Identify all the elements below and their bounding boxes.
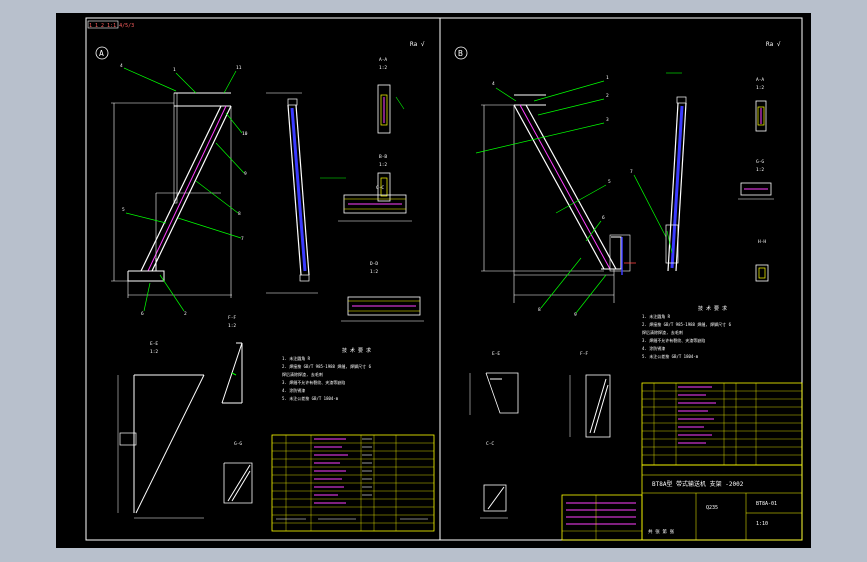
- cad-drawing-sheet: 1 1 2 1:1 4/5/3 A B Ra √ Ra √: [56, 13, 811, 548]
- tech-req-title-b: 技 术 要 求: [698, 305, 727, 312]
- detail-view-a-small2: [223, 462, 253, 504]
- title-block-drawing-no: BT8A-01: [756, 501, 777, 507]
- title-block-scale: 1:10: [756, 521, 768, 527]
- svg-text:焊后清除焊渣, 去毛刺: 焊后清除焊渣, 去毛刺: [642, 329, 683, 335]
- detail-view-b-small2: [569, 374, 611, 438]
- revision-block: [561, 494, 643, 541]
- side-member-a: [266, 92, 346, 294]
- side-member-b: [665, 72, 687, 272]
- svg-text:3. 焊缝不允许有裂纹、夹渣等缺陷: 3. 焊缝不允许有裂纹、夹渣等缺陷: [282, 379, 345, 385]
- scale-label-4: 1:2: [370, 269, 378, 275]
- svg-text:4: 4: [120, 63, 123, 69]
- section-label-b4: E-E: [492, 351, 500, 357]
- section-view-a4: [341, 296, 424, 322]
- section-label-6: F-F: [228, 315, 236, 321]
- part-numbers-b: 4 1 2 3 5 6 7 8 9: [492, 75, 633, 318]
- dimension-lines-a: [111, 102, 232, 298]
- svg-text:4: 4: [492, 81, 495, 87]
- svg-text:3: 3: [606, 117, 609, 123]
- section-label-b6: C-C: [486, 441, 494, 447]
- section-view-b3: [755, 264, 769, 282]
- corner-tag-box: [87, 20, 119, 29]
- section-label-b2: G-G: [756, 159, 764, 165]
- parts-list-b: [641, 382, 803, 466]
- detail-view-b-small1: [469, 372, 519, 415]
- detail-view-b-small3: [480, 484, 508, 519]
- svg-text:3. 焊缝不允许有裂纹、夹渣等缺陷: 3. 焊缝不允许有裂纹、夹渣等缺陷: [642, 337, 705, 343]
- section-label-b3: H-H: [758, 239, 766, 245]
- section-label-b5: F-F: [580, 351, 588, 357]
- svg-text:1. 未注圆角 R: 1. 未注圆角 R: [282, 355, 311, 361]
- svg-text:2. 焊接按 GB/T 985-1988 焊缝, 焊脚尺寸: 2. 焊接按 GB/T 985-1988 焊缝, 焊脚尺寸 6: [642, 321, 732, 327]
- svg-text:6: 6: [141, 311, 144, 317]
- svg-text:8: 8: [538, 307, 541, 313]
- detail-view-a-small1: [221, 342, 243, 404]
- svg-text:焊后清除焊渣, 去毛刺: 焊后清除焊渣, 去毛刺: [282, 371, 323, 377]
- section-view-b1: [755, 100, 767, 132]
- bracket-view-b: [513, 94, 636, 275]
- parts-list-a: [271, 434, 435, 532]
- cad-canvas: 1 1 2 1:1 4/5/3 A B Ra √ Ra √: [85, 17, 803, 541]
- svg-text:2: 2: [184, 311, 187, 317]
- scale-label-5: 1:2: [150, 349, 158, 355]
- title-block-sheet: 共 张 第 张: [648, 528, 675, 535]
- scale-label-1: 1:2: [379, 65, 387, 71]
- section-label-4: D-D: [370, 261, 378, 267]
- svg-text:5: 5: [122, 207, 125, 213]
- svg-text:5. 未注公差按 GB/T 1804-m: 5. 未注公差按 GB/T 1804-m: [282, 395, 339, 401]
- tech-notes-a: 1. 未注圆角 R 2. 焊接按 GB/T 985-1988 焊缝, 焊脚尺寸 …: [282, 355, 372, 401]
- detail-view-gusset: [117, 374, 205, 519]
- scale-label-b1: 1:2: [756, 85, 764, 91]
- svg-text:7: 7: [630, 169, 633, 175]
- section-label-2: B-B: [379, 154, 387, 160]
- section-view-a3: [338, 194, 412, 222]
- svg-text:8: 8: [238, 211, 241, 217]
- section-label-5: E-E: [150, 341, 158, 347]
- outer-frame: [85, 17, 803, 541]
- tech-req-title-a: 技 术 要 求: [342, 347, 371, 354]
- section-view-a2: [377, 172, 391, 202]
- svg-text:9: 9: [574, 312, 577, 318]
- svg-text:1: 1: [606, 75, 609, 81]
- section-label-b1: A-A: [756, 77, 764, 83]
- scale-label-b2: 1:2: [756, 167, 764, 173]
- svg-text:6: 6: [602, 215, 605, 221]
- leader-lines-b: [475, 80, 667, 314]
- svg-text:11: 11: [236, 65, 242, 71]
- svg-text:7: 7: [241, 236, 244, 242]
- svg-text:5. 未注公差按 GB/T 1804-m: 5. 未注公差按 GB/T 1804-m: [642, 353, 699, 359]
- svg-text:1. 未注圆角 R: 1. 未注圆角 R: [642, 313, 671, 319]
- view-label-a: A: [99, 49, 104, 58]
- section-view-a1: [377, 84, 405, 134]
- svg-text:9: 9: [244, 171, 247, 177]
- title-block: [641, 464, 803, 541]
- view-label-b: B: [458, 49, 463, 58]
- part-numbers-a: 4 1 11 10 9 8 7 5 6 2: [120, 63, 248, 317]
- section-label-7: G-G: [234, 441, 242, 447]
- svg-text:2. 焊接按 GB/T 985-1988 焊缝, 焊脚尺寸: 2. 焊接按 GB/T 985-1988 焊缝, 焊脚尺寸 6: [282, 363, 372, 369]
- scale-label-2: 1:2: [379, 162, 387, 168]
- svg-text:5: 5: [608, 179, 611, 185]
- svg-text:10: 10: [242, 131, 248, 137]
- section-label-1: A-A: [379, 57, 387, 63]
- leader-lines-a: [123, 67, 245, 312]
- scale-label-6: 1:2: [228, 323, 236, 329]
- section-view-b2: [738, 182, 774, 200]
- svg-text:4. 涂防锈漆: 4. 涂防锈漆: [282, 387, 305, 393]
- roughness-mark-b: Ra √: [766, 41, 781, 48]
- section-label-3: C-C: [376, 185, 384, 191]
- view-marker-b: [454, 46, 468, 60]
- corner-tag: 1 1 2 1:1 4/5/3: [89, 23, 134, 29]
- tech-notes-b: 1. 未注圆角 R 2. 焊接按 GB/T 985-1988 焊缝, 焊脚尺寸 …: [642, 313, 732, 359]
- bracket-view-a: [127, 92, 232, 282]
- dimension-lines-b: [481, 104, 615, 303]
- title-block-title: BT8A型 带式输送机 支架 -2002: [652, 480, 744, 488]
- svg-text:1: 1: [173, 67, 176, 73]
- svg-text:4. 涂防锈漆: 4. 涂防锈漆: [642, 345, 665, 351]
- svg-text:2: 2: [606, 93, 609, 99]
- roughness-mark-a: Ra √: [410, 41, 425, 48]
- view-marker-a: [95, 46, 109, 60]
- title-block-material: Q235: [706, 505, 718, 511]
